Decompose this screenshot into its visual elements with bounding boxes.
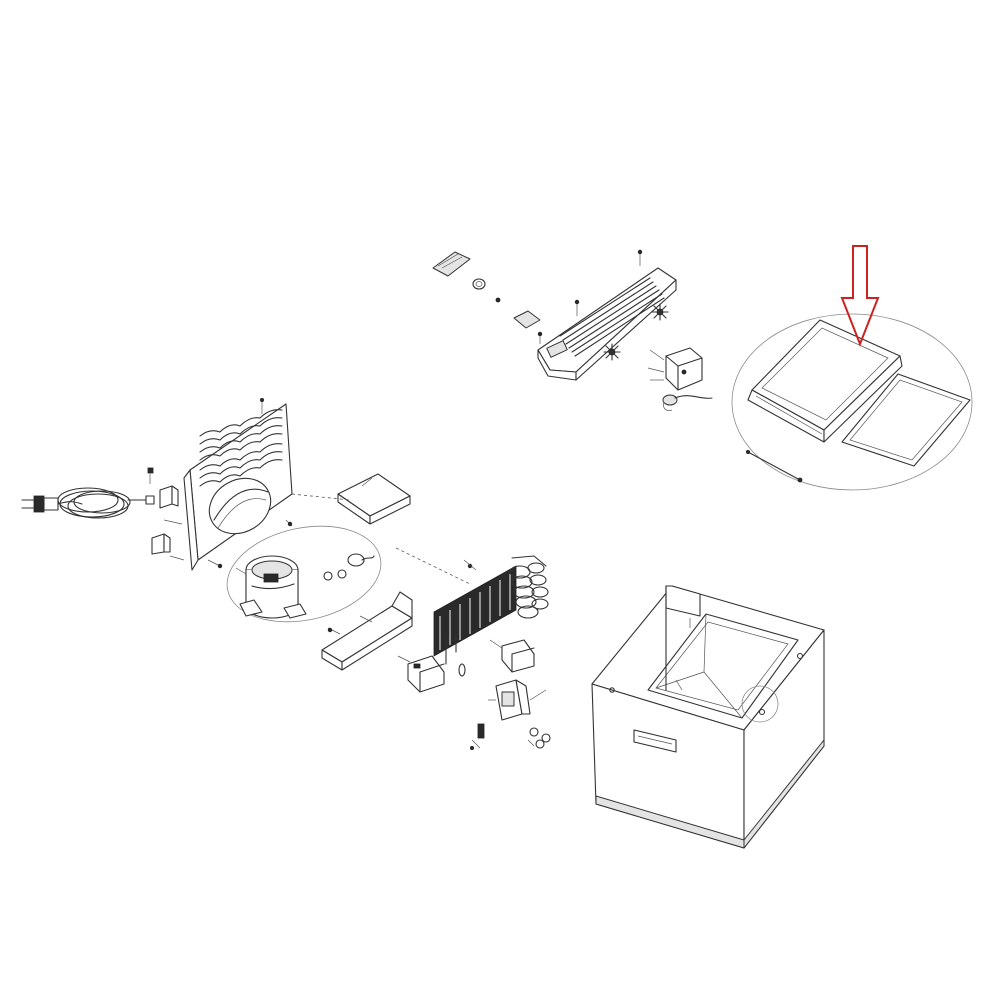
fuse-holder xyxy=(469,723,485,751)
label-card xyxy=(432,251,471,277)
highlight-circle xyxy=(741,685,779,723)
compressor-base-bracket xyxy=(321,591,413,671)
door-gasket xyxy=(841,373,971,467)
power-cord xyxy=(21,487,155,519)
door-lid-assembly xyxy=(731,313,973,491)
tray-plate xyxy=(337,473,411,525)
fan-icon xyxy=(651,303,669,321)
cabinet-opening xyxy=(647,613,799,719)
rear-grille-panel xyxy=(183,397,293,571)
cabinet-handle xyxy=(633,729,677,753)
compressor-assembly xyxy=(226,525,382,623)
arrow-down-icon xyxy=(840,245,880,347)
compressor-ellipse xyxy=(226,525,382,623)
control-panel-housing xyxy=(432,249,713,411)
fan-opening xyxy=(208,477,272,535)
grille-waves xyxy=(199,409,283,487)
fan-icon xyxy=(603,343,621,361)
thermostat-knob xyxy=(472,278,486,290)
control-bracket xyxy=(665,347,703,391)
mount-bracket xyxy=(151,519,183,555)
vent-slots xyxy=(559,277,665,357)
hinge-pin xyxy=(747,451,801,481)
callout-ellipse xyxy=(731,313,973,491)
condenser-coil xyxy=(433,555,549,677)
mount-bracket xyxy=(147,467,179,509)
terminal-screws xyxy=(527,727,551,749)
coil-fins xyxy=(439,574,511,650)
sensor-cable xyxy=(662,394,713,411)
mount-clip xyxy=(489,639,535,673)
coil-tubes xyxy=(509,555,549,619)
cabinet-body xyxy=(591,585,825,849)
small-plate xyxy=(513,310,541,329)
mount-clip xyxy=(397,655,445,693)
relay-box xyxy=(488,679,547,721)
